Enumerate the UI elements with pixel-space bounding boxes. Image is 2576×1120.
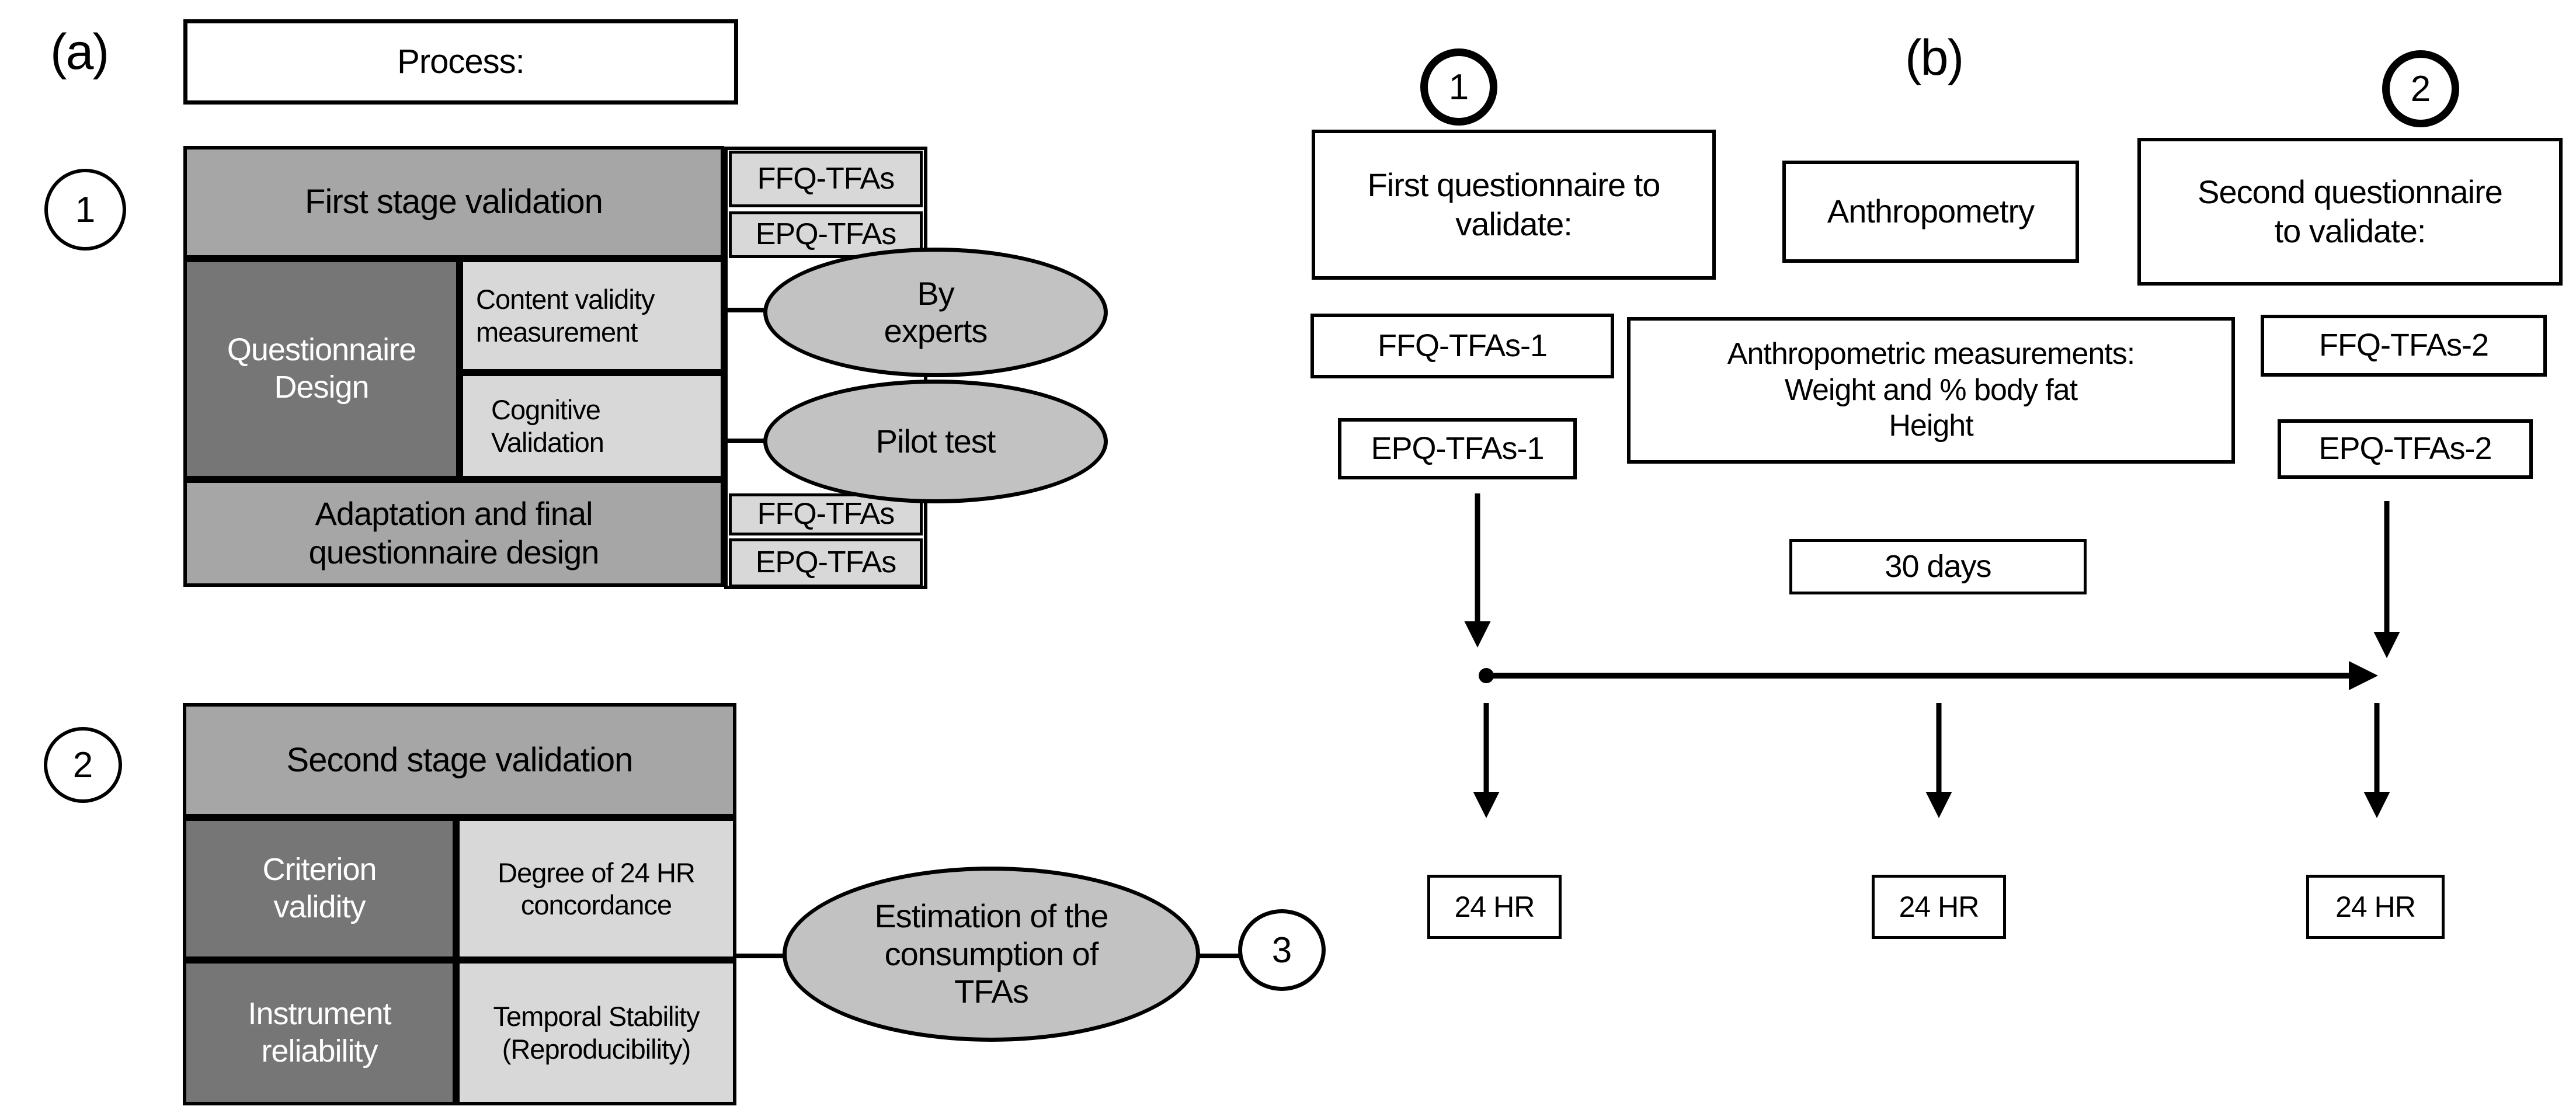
criterion-validity-line1: Criterion — [262, 852, 377, 888]
panel-a-label: (a) — [50, 24, 109, 80]
cognitive-validation-cell: Cognitive Validation — [460, 373, 724, 479]
by-experts-line1: By — [917, 274, 954, 312]
adaptation-line1: Adaptation and final — [315, 495, 593, 532]
ffq-tfas-1-box: FFQ-TFAs-1 — [1310, 314, 1614, 378]
anthropometry-box: Anthropometry — [1782, 161, 2079, 263]
step-3-badge: 3 — [1238, 909, 1326, 991]
recall-24hr-label-1: 24 HR — [1454, 890, 1535, 923]
first-stage-validation-cell: First stage validation — [183, 146, 724, 259]
temporal-stability-cell: Temporal Stability (Reproducibility) — [456, 960, 736, 1105]
step-3-number: 3 — [1271, 930, 1292, 971]
criterion-validity-cell: Criterion validity — [183, 818, 456, 960]
step-2-badge: 2 — [44, 727, 122, 803]
ffq-tfas-output-bottom-label: FFQ-TFAs — [757, 497, 895, 531]
estimation-line3: TFAs — [954, 973, 1029, 1010]
anthropometric-measurements-box: Anthropometric measurements: Weight and … — [1627, 317, 2235, 464]
adaptation-cell: Adaptation and final questionnaire desig… — [183, 479, 724, 587]
epq-tfas-output-top: EPQ-TFAs — [729, 211, 923, 258]
questionnaire-design-line2: Design — [274, 370, 369, 405]
step-2-number: 2 — [72, 745, 93, 785]
ffq-tfas-output-top: FFQ-TFAs — [729, 151, 923, 207]
recall-24hr-box-1: 24 HR — [1427, 875, 1562, 939]
recall-24hr-label-2: 24 HR — [1899, 890, 1980, 923]
first-questionnaire-line1: First questionnaire to — [1367, 166, 1661, 204]
epq-tfas-output-bottom: EPQ-TFAs — [729, 538, 923, 587]
process-box: Process: — [183, 19, 738, 105]
timepoint-1-number: 1 — [1448, 67, 1469, 107]
content-validity-line1: Content validity — [476, 284, 655, 315]
anthropometric-line1: Anthropometric measurements: — [1727, 337, 2135, 371]
pilot-test-label: Pilot test — [875, 422, 996, 460]
anthropometric-line2: Weight and % body fat — [1784, 373, 2078, 407]
temporal-stability-line1: Temporal Stability — [493, 1001, 700, 1032]
first-questionnaire-line2: validate: — [1455, 205, 1573, 242]
first-stage-validation-label: First stage validation — [305, 183, 603, 221]
second-stage-validation-cell: Second stage validation — [183, 703, 736, 818]
instrument-reliability-cell: Instrument reliability — [183, 960, 456, 1105]
ffq-tfas-2-box: FFQ-TFAs-2 — [2261, 315, 2547, 377]
epq-tfas-1-box: EPQ-TFAs-1 — [1338, 418, 1577, 479]
instrument-reliability-line2: reliability — [261, 1033, 378, 1069]
content-validity-cell: Content validity measurement — [460, 259, 724, 373]
second-stage-validation-label: Second stage validation — [286, 740, 634, 779]
cognitive-validation-line1: Cognitive — [491, 394, 601, 426]
epq-tfas-2-box: EPQ-TFAs-2 — [2278, 419, 2533, 479]
degree-concordance-cell: Degree of 24 HR concordance — [456, 818, 736, 960]
first-questionnaire-box: First questionnaire to validate: — [1312, 130, 1716, 280]
by-experts-line2: experts — [884, 312, 988, 349]
epq-tfas-2-label: EPQ-TFAs-2 — [2318, 431, 2492, 467]
by-experts-ellipse: By experts — [763, 248, 1108, 377]
temporal-stability-line2: (Reproducibility) — [502, 1033, 691, 1065]
recall-24hr-label-3: 24 HR — [2335, 890, 2416, 923]
second-questionnaire-line2: to validate: — [2274, 212, 2426, 249]
step-1-number: 1 — [75, 189, 96, 230]
cognitive-validation-line2: Validation — [491, 426, 604, 458]
epq-tfas-1-label: EPQ-TFAs-1 — [1371, 430, 1544, 466]
questionnaire-design-line1: Questionnaire — [227, 332, 416, 368]
ffq-tfas-2-label: FFQ-TFAs-2 — [2319, 328, 2489, 363]
adaptation-line2: questionnaire design — [308, 534, 600, 571]
content-validity-line2: measurement — [476, 316, 638, 347]
timepoint-2-number: 2 — [2410, 68, 2431, 109]
step-1-badge: 1 — [44, 169, 126, 251]
ffq-tfas-output-top-label: FFQ-TFAs — [757, 161, 895, 196]
estimation-ellipse: Estimation of the consumption of TFAs — [783, 867, 1200, 1042]
second-questionnaire-box: Second questionnaire to validate: — [2137, 138, 2563, 286]
epq-tfas-output-top-label: EPQ-TFAs — [755, 217, 896, 252]
thirty-days-label: 30 days — [1885, 548, 1991, 584]
second-questionnaire-line1: Second questionnaire — [2198, 173, 2503, 211]
timeline-start-dot — [1479, 668, 1494, 683]
process-label: Process: — [397, 42, 525, 81]
anthropometric-line3: Height — [1889, 409, 1973, 443]
instrument-reliability-line1: Instrument — [248, 996, 391, 1031]
panel-b-label: (b) — [1905, 30, 1964, 86]
estimation-line1: Estimation of the — [874, 898, 1108, 935]
anthropometry-label: Anthropometry — [1827, 193, 2035, 230]
timepoint-2-badge: 2 — [2382, 50, 2459, 127]
timepoint-1-badge: 1 — [1420, 48, 1497, 126]
questionnaire-design-cell: Questionnaire Design — [183, 259, 460, 479]
epq-tfas-output-bottom-label: EPQ-TFAs — [755, 545, 896, 580]
estimation-line2: consumption of — [884, 935, 1099, 972]
recall-24hr-box-3: 24 HR — [2306, 875, 2445, 939]
degree-concordance-line2: concordance — [520, 889, 672, 920]
pilot-test-ellipse: Pilot test — [763, 380, 1108, 503]
criterion-validity-line2: validity — [273, 889, 366, 924]
recall-24hr-box-2: 24 HR — [1872, 875, 2006, 939]
ffq-tfas-1-label: FFQ-TFAs-1 — [1378, 328, 1548, 363]
thirty-days-box: 30 days — [1789, 539, 2087, 594]
degree-concordance-line1: Degree of 24 HR — [498, 857, 696, 888]
